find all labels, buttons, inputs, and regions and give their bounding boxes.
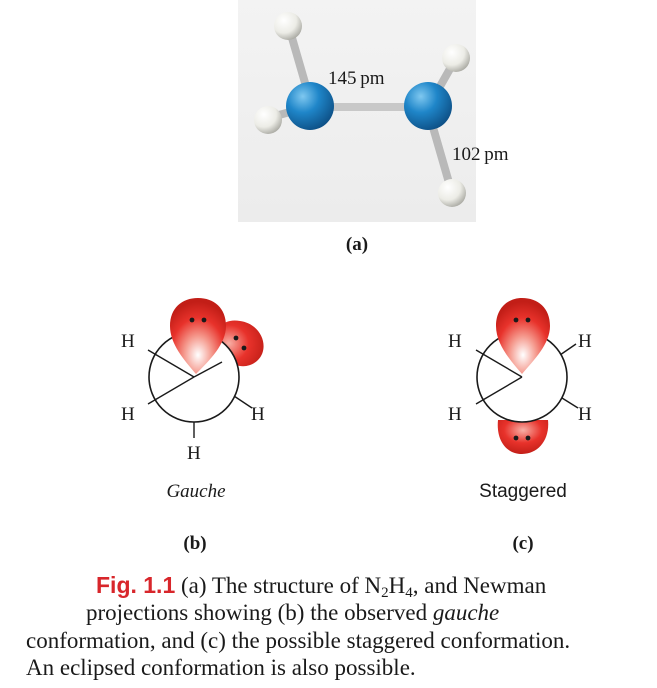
newman-staggered: H H H H xyxy=(448,298,592,454)
h-label: H xyxy=(448,331,462,352)
caption-line-3: conformation, and (c) the possible stagg… xyxy=(26,628,571,653)
hydrogen-atom xyxy=(254,106,282,134)
panel-label-b: (b) xyxy=(183,533,206,554)
hydrogen-atom xyxy=(274,12,302,40)
lone-pair-lobe xyxy=(497,420,549,454)
caption-line-2: projections showing (b) the observed gau… xyxy=(86,600,500,625)
staggered-title: Staggered xyxy=(479,481,567,502)
gauche-title: Gauche xyxy=(166,481,225,502)
nitrogen-atom xyxy=(286,82,334,130)
h-label: H xyxy=(121,331,135,352)
ball-and-stick-model: 145 pm 102 pm xyxy=(238,0,509,222)
hydrogen-atom xyxy=(442,44,470,72)
lone-pair-lobe xyxy=(170,298,226,374)
caption-line-4: An eclipsed conformation is also possibl… xyxy=(26,655,416,680)
h-label: H xyxy=(578,331,592,352)
newman-gauche: H H H H xyxy=(121,298,265,464)
h-label: H xyxy=(251,404,265,425)
caption-line-1: Fig. 1.1 (a) The structure of N2H4, and … xyxy=(96,572,547,601)
panel-label-c: (c) xyxy=(512,533,533,554)
nh-bond-length: 102 pm xyxy=(452,144,509,165)
h-label: H xyxy=(448,404,462,425)
lone-pair-lobe xyxy=(496,298,550,374)
hydrazine-figure: 145 pm 102 pm (a) H H H H Gauche (b) xyxy=(121,0,592,554)
nitrogen-atom xyxy=(404,82,452,130)
h-label: H xyxy=(578,404,592,425)
h-label: H xyxy=(187,443,201,464)
panel-label-a: (a) xyxy=(346,234,368,255)
hydrogen-atom xyxy=(438,179,466,207)
h-label: H xyxy=(121,404,135,425)
nn-bond-length: 145 pm xyxy=(328,68,385,89)
figure-number: Fig. 1.1 xyxy=(96,572,176,598)
